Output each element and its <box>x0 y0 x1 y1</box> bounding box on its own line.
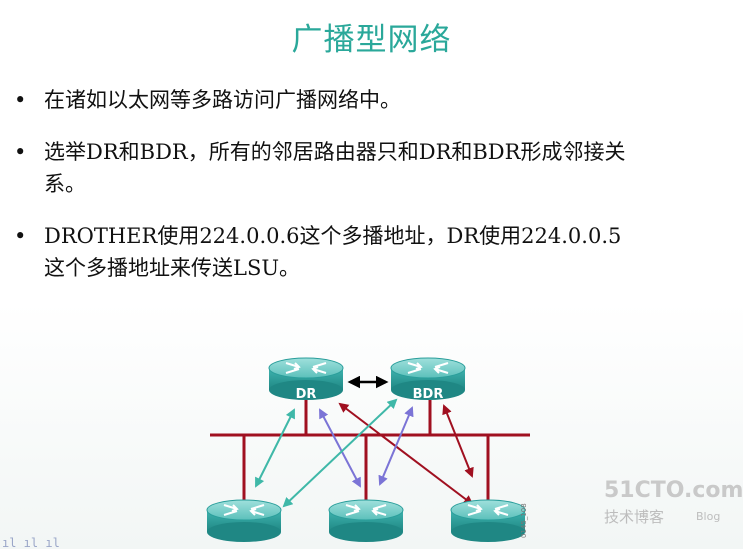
bullet-item: • DROTHER使用224.0.0.6这个多播地址，DR使用224.0.0.5… <box>14 220 734 284</box>
router-dr-label: DR <box>296 387 317 402</box>
bullet-line: 这个多播地址来传送LSU。 <box>44 256 301 280</box>
router-bdr-label: BDR <box>413 387 444 402</box>
bullet-item: • 选举DR和BDR，所有的邻居路由器只和DR和BDR形成邻接关 系。 <box>14 136 734 200</box>
router-bdr-icon: BDR <box>390 357 466 402</box>
watermark-logo: 51CTO.com <box>604 478 743 503</box>
watermark: 51CTO.com 技术博客 Blog <box>604 478 743 528</box>
bullet-line: 选举DR和BDR，所有的邻居路由器只和DR和BDR形成邻接关 <box>44 140 626 164</box>
bullet-list: • 在诸如以太网等多路访问广播网络中。 • 选举DR和BDR，所有的邻居路由器只… <box>14 84 734 304</box>
corner-marks: ıl ıl ıl <box>2 536 60 549</box>
router-dr-icon: DR <box>268 357 344 402</box>
bullet-dot: • <box>14 88 27 112</box>
router-drother-1-icon <box>206 499 282 543</box>
dr-r1-adjacency-arrow <box>255 408 295 488</box>
bullet-line: 系。 <box>44 172 86 196</box>
watermark-blog: Blog <box>696 510 721 523</box>
bullet-line: DROTHER使用224.0.0.6这个多播地址，DR使用224.0.0.5 <box>44 224 622 248</box>
slide-title: 广播型网络 <box>291 22 452 58</box>
figure-code: 0145_108 <box>520 503 528 538</box>
bullet-item: • 在诸如以太网等多路访问广播网络中。 <box>14 84 734 116</box>
dr-r3-adjacency-arrow <box>338 402 474 506</box>
dr-r2-adjacency-arrow <box>319 408 361 488</box>
bullet-dot: • <box>14 224 27 248</box>
bdr-r2-adjacency-arrow <box>378 406 414 486</box>
bullet-dot: • <box>14 140 27 164</box>
router-drother-2-icon <box>328 499 404 543</box>
bdr-r1-adjacency-arrow <box>282 398 398 508</box>
bullet-line: 在诸如以太网等多路访问广播网络中。 <box>44 88 401 112</box>
bdr-r3-adjacency-arrow <box>442 404 474 478</box>
watermark-site: 技术博客 <box>604 508 665 526</box>
router-drother-3-icon <box>450 499 526 543</box>
